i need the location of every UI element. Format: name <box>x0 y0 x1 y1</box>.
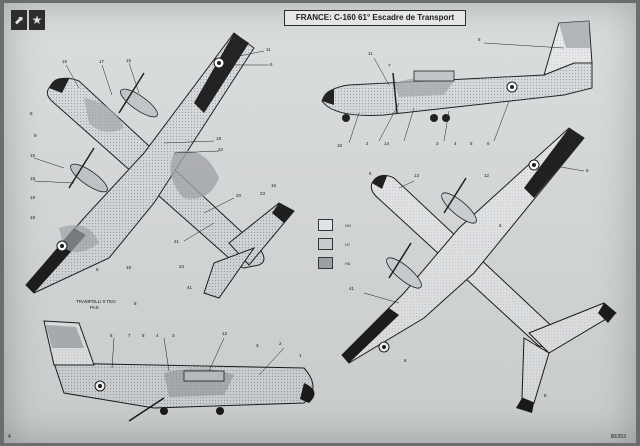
legend-code: H8 <box>345 260 351 266</box>
callout-leader-lines <box>33 42 585 376</box>
sheet-title: FRANCE: C-160 61° Escadre de Transport <box>284 10 466 26</box>
callout-label: 16 <box>271 183 277 188</box>
callout-label: 6 <box>404 358 407 363</box>
page-number: 4 <box>8 434 11 440</box>
callout-label: 8 <box>478 37 481 42</box>
aircraft-drawings <box>25 20 617 422</box>
callout-label: 23 <box>260 191 266 196</box>
callout-label: 8 <box>134 301 137 306</box>
stencil-note: TRAMPOLLI 0 TEO <box>76 299 116 304</box>
legend-code: HO <box>345 222 351 228</box>
callout-label: 8 <box>544 393 547 398</box>
callout-label: 15 <box>126 58 132 63</box>
callout-label: 3 <box>436 141 439 146</box>
callout-label: 41 <box>349 286 355 291</box>
callout-label: 19 <box>30 195 36 200</box>
legend-row-h8: H8 <box>318 257 378 269</box>
callout-label: 6 <box>110 333 113 338</box>
callout-label: 20 <box>236 193 242 198</box>
callout-label: 13 <box>414 173 420 178</box>
callout-label: 15 <box>30 153 36 158</box>
plane-bottom-view <box>341 127 617 413</box>
plane-top-view <box>25 32 295 299</box>
callout-label: 2 <box>366 141 369 146</box>
stencil-note: PAS <box>90 305 99 310</box>
callout-label: 1 <box>299 353 302 358</box>
callout-label: 16 <box>62 59 68 64</box>
plane-side-view-right <box>321 20 593 122</box>
callout-label: 14 <box>384 141 390 146</box>
callout-label: 3 <box>256 343 259 348</box>
callout-label: 19 <box>30 215 36 220</box>
callout-label: 3 <box>172 333 175 338</box>
callout-label: 11 <box>266 47 271 52</box>
callout-label: 6 <box>270 62 273 67</box>
callout-label: 7 <box>128 333 131 338</box>
callout-label: 6 <box>96 267 99 272</box>
legend-row-h7: H7 <box>318 238 378 250</box>
callout-label: 6 <box>487 141 490 146</box>
callout-label: 17 <box>99 59 105 64</box>
legend-swatch <box>318 238 333 250</box>
callout-label: 8 <box>30 111 33 116</box>
callout-label: 24 <box>179 264 185 269</box>
callout-label: 10 <box>337 143 343 148</box>
callout-label: 2 <box>279 341 282 346</box>
callout-label: 12 <box>222 331 228 336</box>
callout-label: 4 <box>454 141 457 146</box>
legend-row-ho: HO <box>318 219 378 231</box>
callout-label: 11 <box>368 51 373 56</box>
callout-label: 9 <box>34 133 37 138</box>
callout-label: 5 <box>470 141 473 146</box>
callout-label: 41 <box>187 285 193 290</box>
brand-logo: ⬈ ★ <box>11 10 45 30</box>
legend-swatch <box>318 257 333 269</box>
star-logo-icon: ★ <box>29 10 45 30</box>
catalog-number: 80/353 <box>610 434 626 440</box>
callout-label: 4 <box>156 333 159 338</box>
callout-label: 22 <box>218 147 224 152</box>
legend-swatch <box>318 219 333 231</box>
callout-label: 21 <box>174 239 180 244</box>
callout-label: 5 <box>142 333 145 338</box>
plane-side-view-left <box>43 320 315 422</box>
callout-label: 6 <box>586 168 589 173</box>
callout-label: 7 <box>388 63 391 68</box>
callout-label: 19 <box>126 265 132 270</box>
callout-label: 18 <box>216 136 222 141</box>
callout-label: 12 <box>484 173 490 178</box>
instruction-sheet: ⬈ ★ FRANCE: C-160 61° Escadre de Transpo… <box>4 3 636 443</box>
callout-label: 5 <box>369 171 372 176</box>
callout-label: 6 <box>499 223 502 228</box>
callout-label: 18 <box>30 176 36 181</box>
legend-code: H7 <box>345 241 351 247</box>
airplane-logo-icon: ⬈ <box>11 10 27 30</box>
